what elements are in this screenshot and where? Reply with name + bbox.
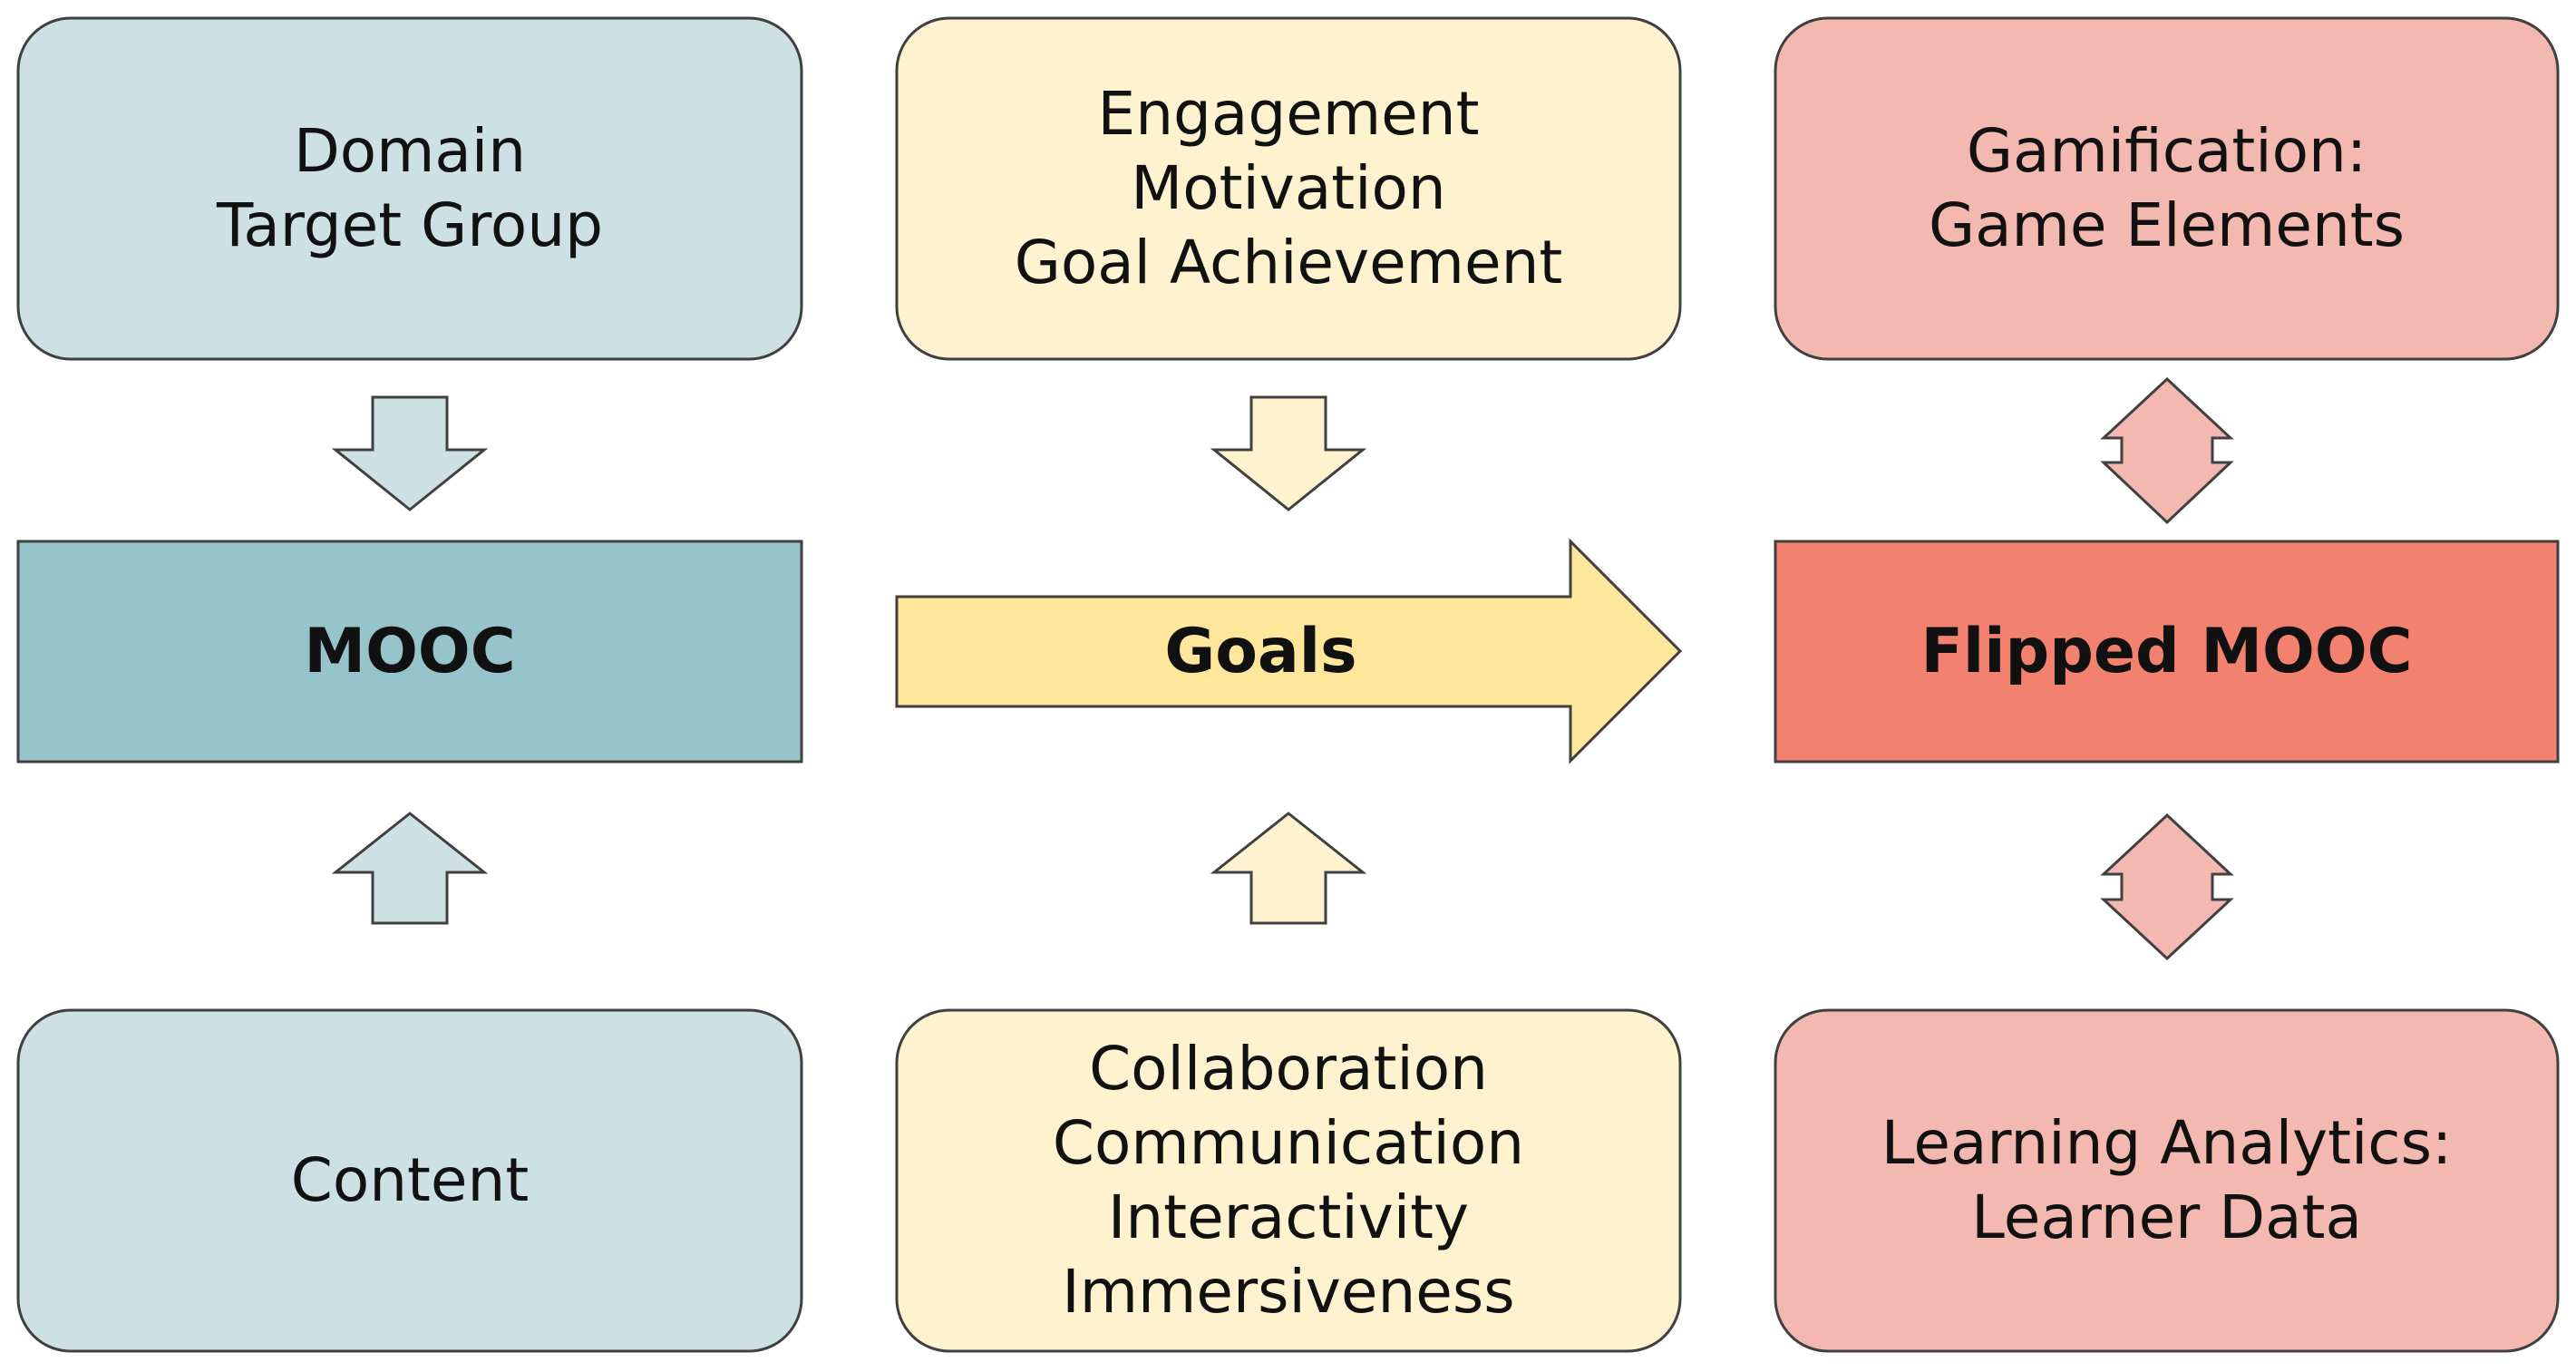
- domain-target-group-box: [16, 16, 803, 361]
- engagement-motivation-text: Engagement Motivation Goal Achievement: [897, 18, 1680, 359]
- down-arrow-to-goals-icon: [1210, 395, 1367, 511]
- up-arrow-to-goals-icon: [1210, 812, 1367, 925]
- goals-arrow: [895, 538, 1683, 764]
- communication-text: Communication: [1052, 1108, 1525, 1178]
- collaboration-communication-text: Collaboration Communication Interactivit…: [897, 1010, 1680, 1351]
- content-line: Content: [290, 1145, 530, 1215]
- collaboration-text: Collaboration: [1089, 1034, 1488, 1104]
- mooc-title: MOOC: [304, 615, 516, 687]
- gamification-text: Gamification: Game Elements: [1775, 18, 2558, 359]
- learning-analytics-line: Learning Analytics:: [1881, 1108, 2453, 1178]
- mooc-box: [16, 540, 803, 764]
- learning-analytics-text: Learning Analytics: Learner Data: [1775, 1010, 2558, 1351]
- flipped-mooc-box: [1774, 540, 2560, 764]
- engagement-motivation-box: [895, 16, 1682, 361]
- game-elements-line: Game Elements: [1928, 190, 2406, 260]
- learner-data-line: Learner Data: [1971, 1182, 2362, 1252]
- mooc-label: MOOC: [18, 541, 802, 762]
- immersiveness-text: Immersiveness: [1062, 1257, 1515, 1327]
- motivation-text: Motivation: [1131, 153, 1446, 223]
- engagement-text: Engagement: [1097, 79, 1480, 149]
- double-arrow-gamification-icon: [2100, 376, 2234, 525]
- goals-label: Goals: [897, 597, 1625, 706]
- domain-text: Domain: [293, 116, 527, 186]
- gamification-box: [1774, 16, 2560, 361]
- up-arrow-to-mooc-icon: [331, 812, 489, 925]
- target-group-text: Target Group: [216, 190, 604, 260]
- domain-target-group-text: Domain Target Group: [18, 18, 802, 359]
- double-arrow-learning-analytics-icon: [2100, 812, 2234, 961]
- content-text: Content: [18, 1010, 802, 1351]
- goal-achievement-text: Goal Achievement: [1014, 228, 1563, 297]
- down-arrow-to-mooc-icon: [331, 395, 489, 511]
- goals-title: Goals: [1164, 615, 1357, 687]
- flipped-mooc-label: Flipped MOOC: [1775, 541, 2558, 762]
- learning-analytics-box: [1774, 1008, 2560, 1353]
- interactivity-text: Interactivity: [1107, 1182, 1470, 1252]
- flipped-mooc-title: Flipped MOOC: [1920, 615, 2413, 687]
- collaboration-communication-box: [895, 1008, 1682, 1353]
- content-box: [16, 1008, 803, 1353]
- gamification-line: Gamification:: [1966, 116, 2367, 186]
